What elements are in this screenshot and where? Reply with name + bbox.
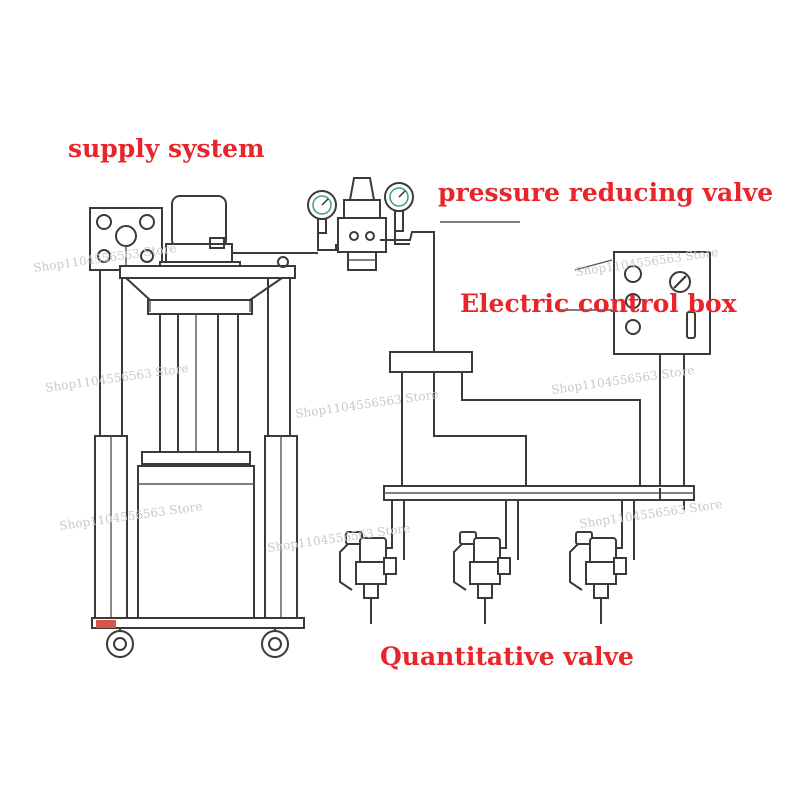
material-drum	[137, 465, 255, 619]
quantitative-valve-3	[569, 531, 627, 624]
panel-knob-icon	[97, 249, 111, 263]
pump-cylinder	[171, 195, 227, 249]
panel-knob-icon	[96, 214, 112, 230]
pressure-reducing-valve-assembly	[307, 177, 520, 352]
quantitative-valve-2	[453, 531, 511, 624]
quantitative-valve-1	[339, 531, 397, 624]
indicator-lamp-icon	[625, 293, 641, 309]
distribution-manifold	[389, 351, 473, 373]
base-red-stop	[96, 620, 116, 628]
watermark-text: Shop1104556563 Store	[578, 497, 723, 531]
panel-knob-icon	[139, 214, 155, 230]
panel-knob-icon	[140, 249, 154, 263]
wheel-icon	[261, 630, 289, 658]
watermark-text: Shop1104556563 Store	[550, 363, 695, 397]
pressure-reducing-valve-label: pressure reducing valve	[438, 178, 774, 207]
watermark-text: Shop1104556563 Store	[294, 387, 439, 421]
regulator-knob	[348, 177, 376, 201]
electric-control-box-label: Electric control box	[460, 289, 737, 318]
watermark-text: Shop1104556563 Store	[44, 361, 189, 395]
indicator-lamp-icon	[624, 265, 642, 283]
electric-control-box-assembly	[560, 251, 711, 510]
distribution-piping	[383, 351, 695, 560]
machine-base	[91, 617, 305, 629]
indicator-lamp-icon	[625, 319, 641, 335]
switch-icon	[686, 311, 696, 339]
regulator-body	[337, 217, 387, 253]
quantitative-valve-label: Quantitative valve	[380, 642, 634, 671]
follower-plate	[141, 451, 251, 465]
supply-system-label: supply system	[68, 134, 265, 163]
wheel-icon	[106, 630, 134, 658]
supply-system-machine	[89, 195, 318, 658]
